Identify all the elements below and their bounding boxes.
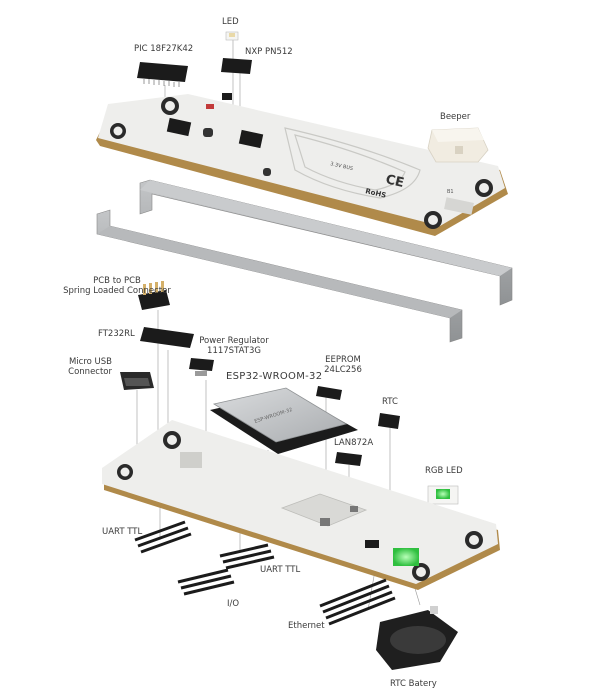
svg-text:3.3V BUS: 3.3V BUS [330, 161, 354, 172]
pic-label: PIC 18F27K42 [134, 44, 194, 54]
esp32-label: ESP32-WROOM-32 [226, 371, 323, 382]
power-regulator-line2: 1117STAT3G [207, 346, 261, 356]
beeper-label: Beeper [440, 112, 471, 122]
ethernet-header [319, 578, 396, 626]
rtc-chip [378, 413, 400, 429]
micro-usb-connector [120, 372, 154, 390]
eeprom-chip [316, 386, 342, 400]
micro-usb-line2: Connector [68, 367, 112, 377]
beeper-component [427, 127, 489, 163]
pcb-to-pcb-label: PCB to PCB Spring Loaded Connector [42, 276, 192, 296]
lower-frame [96, 209, 463, 343]
spring-loaded-connector [138, 281, 170, 310]
uart-ttl-left-label: UART TTL [102, 527, 143, 537]
bottom-pcb [102, 420, 500, 590]
lan872a-chip [335, 452, 362, 466]
led-component [225, 31, 239, 41]
rtc-battery-holder [376, 606, 458, 670]
nxp-pn512-chip [221, 58, 252, 74]
rtc-label: RTC [382, 397, 398, 407]
ce-mark: CE [384, 172, 405, 191]
power-regulator-chip [189, 358, 214, 376]
ft232rl-chip [140, 327, 194, 348]
micro-usb-line1: Micro USB [68, 357, 112, 367]
micro-usb-label: Micro USB Connector [52, 357, 112, 377]
esp32-module [210, 387, 358, 454]
nxp-label: NXP PN512 [245, 47, 293, 57]
rtc-battery-label: RTC Batery [390, 679, 437, 689]
ethernet-label: Ethernet [288, 621, 325, 631]
pcb-to-pcb-line1: PCB to PCB [93, 276, 141, 286]
power-regulator-line1: Power Regulator [199, 336, 269, 346]
uart-ttl-header-mid [219, 543, 275, 570]
pic-18f27k42-chip [137, 62, 188, 87]
led-label: LED [222, 17, 239, 27]
io-label: I/O [227, 599, 240, 609]
small-transistor [222, 93, 232, 100]
rgb-led-label: RGB LED [425, 466, 463, 476]
pcb-to-pcb-line2: Spring Loaded Connector [63, 286, 171, 296]
uart-ttl-header-left [134, 520, 192, 554]
lan872a-label: LAN872A [334, 438, 374, 448]
power-regulator-label: Power Regulator 1117STAT3G [196, 336, 272, 356]
uart-ttl-mid-label: UART TTL [260, 565, 301, 575]
b1-mark: B1 [447, 189, 454, 195]
io-header [177, 568, 235, 596]
ft232rl-label: FT232RL [98, 329, 135, 339]
eeprom-line1: EEPROM [325, 355, 361, 365]
upper-frame [139, 179, 513, 306]
rgb-led-component [427, 485, 459, 505]
top-pcb: 3.3V BUS [96, 94, 508, 236]
eeprom-label: EEPROM 24LC256 [318, 355, 368, 375]
eeprom-line2: 24LC256 [324, 365, 362, 375]
